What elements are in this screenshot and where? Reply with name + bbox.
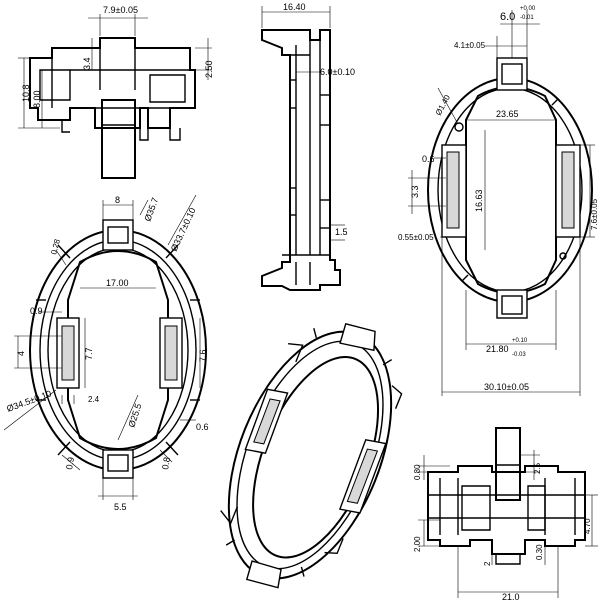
dim-028-label: 0.28 (49, 238, 62, 256)
dim-55-label: 5.5 (114, 502, 127, 512)
dim-255-label: Ø25.5 (126, 402, 143, 428)
outer-dia-label: Ø35.7 (142, 196, 160, 222)
rr-76-label: 7.6±0.05 (590, 198, 599, 230)
dia-tol-label: Ø33.7±0.10 (169, 206, 198, 253)
side-view: 16.40 6.0±0.10 1.5 (261, 2, 355, 291)
front-width-label: 7.9±0.05 (103, 5, 138, 15)
dim-17-label: 17.00 (106, 278, 129, 288)
br-080-label: 0.80 (413, 464, 422, 480)
rr-60-plus: +0.00 (520, 6, 536, 12)
dim-08-label: 0.8 (160, 456, 172, 470)
front-right-label: 2.50 (204, 60, 214, 78)
dim-09b-label: 0.9 (64, 456, 76, 470)
dim-76-label: 7.6 (198, 349, 208, 362)
rr-60-minus: -0.01 (520, 15, 534, 21)
br-25-label: 2.5 (533, 462, 542, 474)
br-200-label: 2.00 (413, 536, 422, 552)
rr-3010-label: 30.10±0.05 (484, 382, 529, 392)
br-2-label: 2 (483, 561, 492, 566)
dim-4-label: 4 (16, 351, 26, 356)
dim-24-label: 2.4 (88, 395, 100, 404)
ring-top-view-left: 8 Ø35.7 Ø33.7±0.10 0.28 17.00 0.9 4 7.7 … (3, 194, 209, 512)
rr-1663-label: 16.63 (474, 189, 484, 212)
tab-width-label: 8 (115, 195, 120, 205)
rr-055-label: 0.55±0.05 (398, 233, 434, 242)
rr-33-label: 3.3 (410, 185, 420, 198)
side-bottom-label: 1.5 (335, 227, 348, 237)
rr-60-main: 6.0 (500, 11, 515, 23)
side-inner-label: 6.0±0.10 (320, 67, 355, 77)
ring-top-view-right: 6.0 +0.00 -0.01 4.1±0.05 Ø1.40 23.65 0.6… (398, 6, 599, 396)
br-470-label: 4.70 (583, 518, 592, 534)
rr-2180-plus: +0.10 (512, 338, 528, 344)
br-030-label: 0.30 (535, 544, 544, 560)
dim-77-label: 7.7 (84, 347, 94, 360)
front-step-label: 3.4 (82, 57, 92, 70)
rr-2180-minus: -0.03 (512, 352, 526, 358)
side-width-label: 16.40 (283, 2, 306, 12)
isometric-view (220, 322, 403, 589)
rr-06-label: 0.6 (422, 154, 435, 164)
dim-06-label: 0.6 (196, 422, 209, 432)
front-view: 7.9±0.05 10.8 8.00 3.4 2.50 (18, 5, 214, 179)
rr-2180-main: 21.80 (486, 344, 509, 354)
bottom-right-view: 0.80 2.5 2.00 4.70 0.30 2 21.0 (413, 427, 598, 600)
dim-345-label: Ø34.5±0.10 (5, 388, 53, 413)
front-inner-height-label: 8.00 (32, 90, 42, 108)
rr-2365-label: 23.65 (496, 109, 519, 119)
dim-09-label: 0.9 (30, 306, 43, 316)
br-210-label: 21.0 (502, 592, 520, 600)
front-height-label: 10.8 (21, 84, 31, 102)
rr-41-label: 4.1±0.05 (454, 41, 486, 50)
